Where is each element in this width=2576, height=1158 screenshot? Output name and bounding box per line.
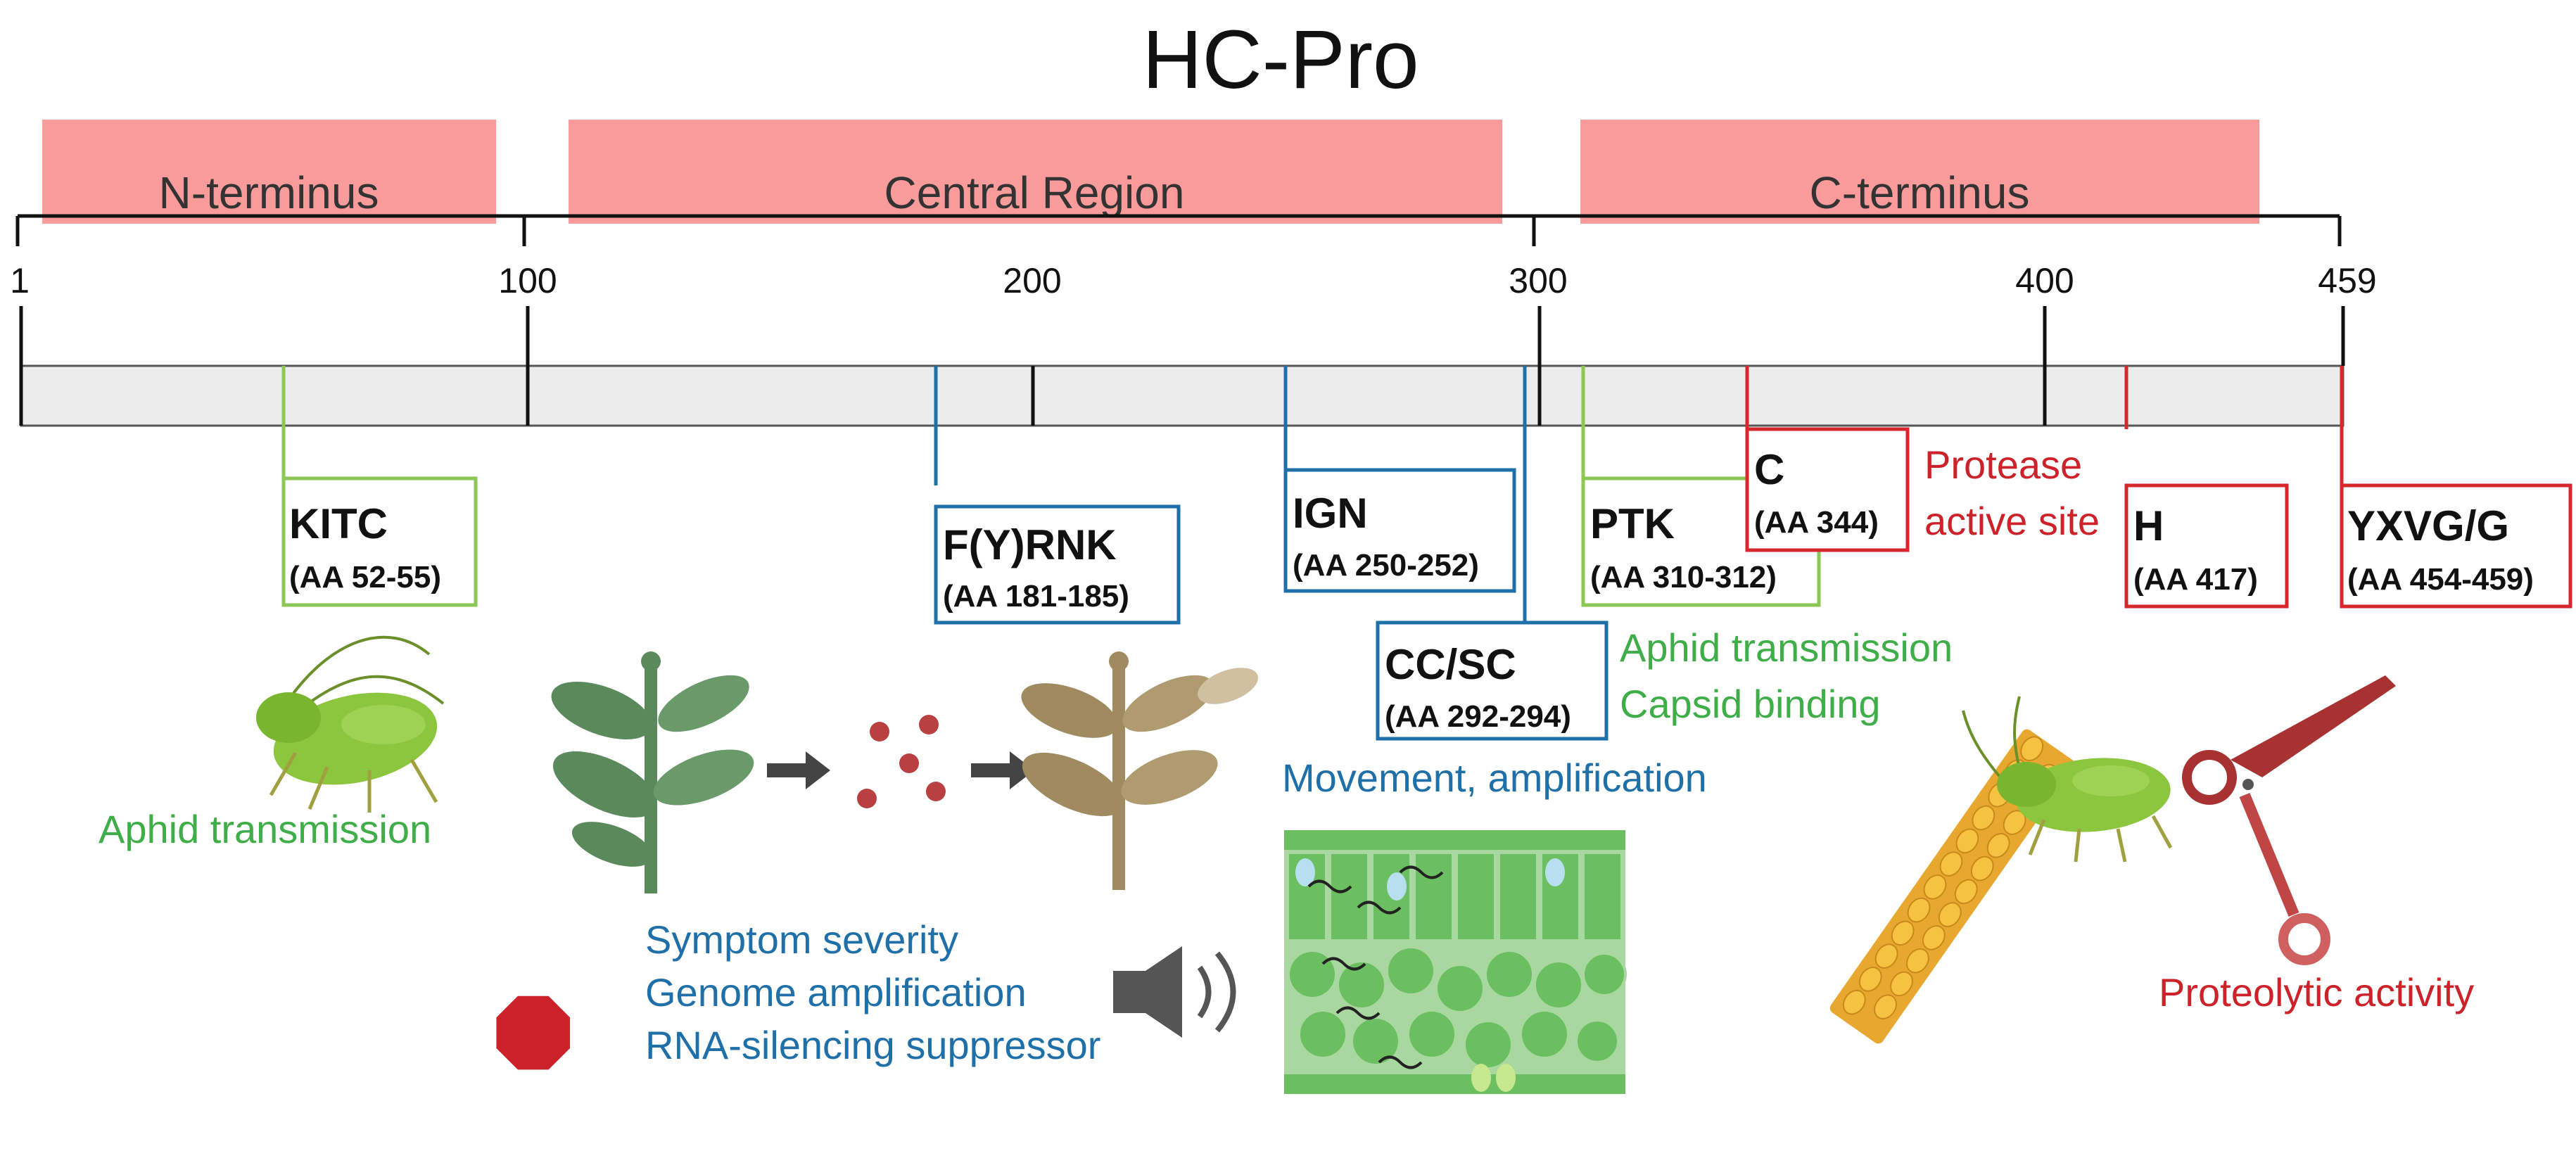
motif-ign: IGN (AA 250-252) bbox=[1283, 468, 1516, 593]
motif-c: C (AA 344) bbox=[1745, 427, 1910, 552]
motif-frnk-range: (AA 181-185) bbox=[943, 579, 1129, 613]
tick-label-300: 300 bbox=[1509, 261, 1567, 300]
diagram-title: HC-Pro bbox=[1142, 13, 1419, 106]
motif-h: H (AA 417) bbox=[2124, 483, 2289, 609]
function-protease-line2: active site bbox=[1924, 499, 2100, 543]
motif-ign-name: IGN bbox=[1293, 490, 1368, 537]
region-label-c-terminus: C-terminus bbox=[1810, 167, 2030, 218]
motif-frnk: F(Y)RNK (AA 181-185) bbox=[934, 504, 1181, 625]
motif-kitc: KITC (AA 52-55) bbox=[281, 476, 478, 607]
motif-h-name: H bbox=[2133, 502, 2164, 549]
motif-ign-range: (AA 250-252) bbox=[1293, 548, 1479, 583]
function-protease-line1: Protease bbox=[1924, 443, 2082, 487]
function-capsid-binding: Capsid binding bbox=[1620, 682, 1880, 726]
region-label-n-terminus: N-terminus bbox=[159, 167, 379, 218]
motif-ccsc: CC/SC (AA 292-294) bbox=[1376, 621, 1609, 741]
diseased-plant-illustration bbox=[1021, 651, 1258, 890]
function-aphid-transmission-ptk: Aphid transmission bbox=[1620, 625, 1953, 670]
scissors-icon bbox=[2182, 675, 2396, 965]
tick-label-100: 100 bbox=[498, 261, 557, 300]
tick-label-459: 459 bbox=[2318, 261, 2376, 300]
motif-ptk-range: (AA 310-312) bbox=[1590, 560, 1777, 594]
capsid-rod-illustration bbox=[1829, 729, 2076, 1044]
ruler-tick-labels: 1 100 200 300 400 459 bbox=[10, 261, 2377, 300]
speaker-mute-icon bbox=[1113, 946, 1236, 1038]
motif-c-range: (AA 344) bbox=[1754, 505, 1879, 540]
protein-bar bbox=[20, 364, 2345, 427]
function-genome-amplification: Genome amplification bbox=[645, 970, 1027, 1014]
motif-c-name: C bbox=[1754, 446, 1784, 493]
infection-arrows bbox=[767, 751, 1034, 789]
motif-ccsc-range: (AA 292-294) bbox=[1385, 699, 1571, 734]
arrow-right-icon bbox=[767, 751, 830, 789]
motif-yxvg: YXVG/G (AA 454-459) bbox=[2340, 483, 2572, 609]
region-bars: N-terminus Central Region C-terminus bbox=[42, 120, 2259, 224]
motif-connectors bbox=[281, 366, 2344, 623]
function-rna-silencing-suppressor: RNA-silencing suppressor bbox=[645, 1023, 1100, 1067]
tick-label-400: 400 bbox=[2015, 261, 2074, 300]
motif-kitc-name: KITC bbox=[289, 500, 388, 547]
region-box-c-terminus bbox=[1580, 120, 2259, 224]
motif-yxvg-name: YXVG/G bbox=[2347, 502, 2509, 549]
motif-ptk-name: PTK bbox=[1590, 500, 1675, 547]
motif-boxes: KITC (AA 52-55) F(Y)RNK (AA 181-185) IGN… bbox=[281, 427, 2572, 741]
region-box-n-terminus bbox=[42, 120, 496, 224]
function-movement-amplification: Movement, amplification bbox=[1282, 756, 1707, 800]
stop-sign-icon: STOP bbox=[492, 992, 615, 1097]
motif-kitc-range: (AA 52-55) bbox=[289, 560, 441, 594]
function-aphid-transmission-kitc: Aphid transmission bbox=[99, 807, 431, 851]
motif-ccsc-name: CC/SC bbox=[1385, 641, 1516, 688]
function-symptom-severity: Symptom severity bbox=[645, 917, 958, 962]
stop-sign-label: STOP bbox=[543, 1067, 615, 1097]
motif-yxvg-range: (AA 454-459) bbox=[2347, 562, 2534, 597]
arrow-right-icon bbox=[971, 751, 1034, 789]
region-label-central-region: Central Region bbox=[884, 167, 1185, 218]
function-proteolytic-activity: Proteolytic activity bbox=[2159, 970, 2474, 1014]
ruler-tick-lines bbox=[19, 306, 2345, 426]
domain-bracket bbox=[15, 214, 2342, 246]
tick-label-1: 1 bbox=[10, 261, 30, 300]
motif-frnk-name: F(Y)RNK bbox=[943, 521, 1117, 568]
function-labels: Aphid transmission Protease active site … bbox=[99, 443, 2474, 1067]
leaf-tissue-illustration bbox=[1284, 830, 1627, 1094]
virus-particles-icon bbox=[857, 715, 946, 808]
aphid-illustration-left bbox=[256, 635, 445, 813]
aphid-illustration-right bbox=[1962, 696, 2173, 863]
motif-h-range: (AA 417) bbox=[2133, 562, 2258, 597]
region-box-central-region bbox=[569, 120, 1502, 224]
healthy-plant-illustration bbox=[551, 651, 754, 893]
tick-label-200: 200 bbox=[1003, 261, 1061, 300]
